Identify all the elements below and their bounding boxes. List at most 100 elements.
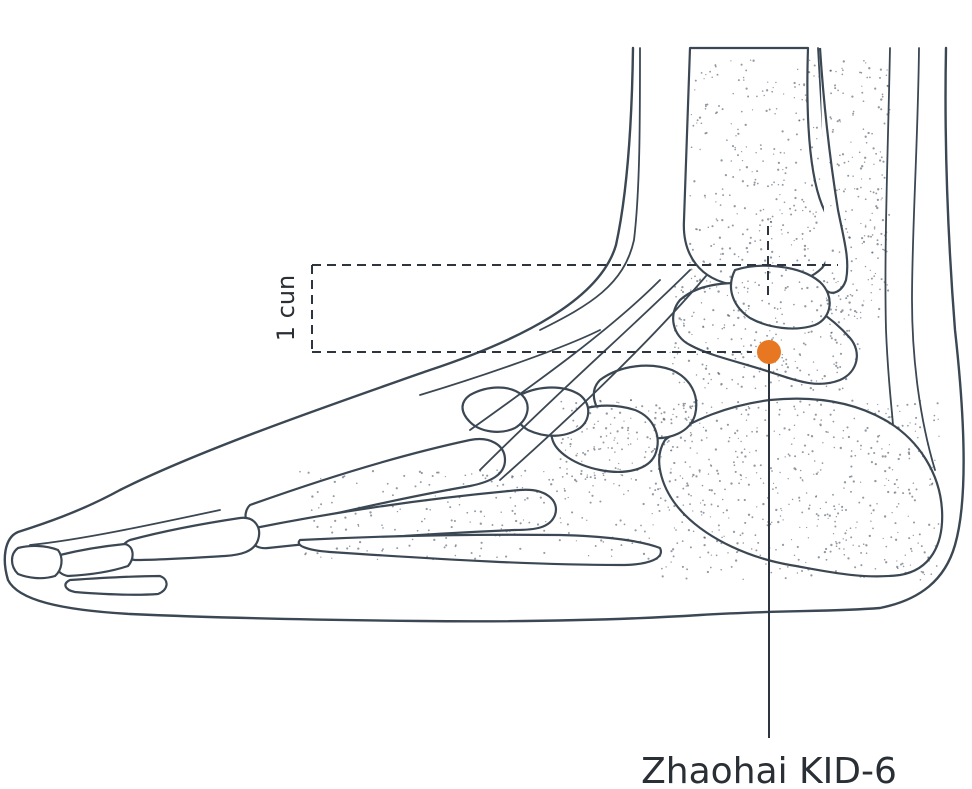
stipple-dot (734, 146, 736, 149)
stipple-dot (933, 551, 935, 553)
stipple-dot (760, 147, 763, 150)
stipple-dot (874, 462, 877, 466)
stipple-dot (896, 505, 898, 508)
stipple-dot (882, 537, 884, 540)
stipple-dot (623, 493, 625, 496)
stipple-dot (646, 436, 649, 439)
stipple-dot (762, 208, 765, 211)
stipple-dot (706, 280, 708, 282)
stipple-dot (860, 222, 862, 225)
stipple-dot (707, 382, 710, 385)
stipple-dot (718, 236, 722, 239)
stipple-dot (634, 478, 638, 481)
stipple-dot (692, 510, 694, 512)
stipple-dot (721, 252, 725, 256)
stipple-dot (715, 218, 718, 220)
stipple-dot (796, 572, 799, 574)
stipple-dot (834, 520, 836, 523)
stipple-dot (853, 417, 856, 420)
stipple-dot (785, 358, 788, 361)
stipple-dot (433, 538, 436, 542)
stipple-dot (737, 316, 740, 320)
stipple-dot (869, 76, 871, 79)
stipple-dot (887, 490, 890, 494)
stipple-dot (813, 473, 815, 475)
stipple-dot (838, 503, 840, 505)
stipple-dot (879, 68, 883, 71)
stipple-dot (851, 294, 854, 297)
stipple-dot (755, 213, 758, 215)
stipple-dot (675, 325, 678, 327)
stipple-dot (870, 291, 872, 294)
stipple-dot (762, 482, 765, 484)
stipple-dot (793, 303, 795, 306)
stipple-dot (643, 530, 646, 533)
stipple-dot (771, 338, 773, 341)
stipple-dot (783, 201, 786, 204)
stipple-dot (599, 400, 602, 403)
stipple-dot (773, 430, 775, 432)
stipple-dot (814, 413, 817, 416)
stipple-dot (835, 516, 838, 518)
stipple-dot (739, 169, 741, 171)
stipple-dot (766, 434, 769, 437)
stipple-dot (929, 478, 932, 481)
stipple-dot (852, 114, 854, 116)
stipple-dot (386, 482, 389, 485)
stipple-dot (677, 347, 680, 349)
stipple-dot (869, 219, 872, 221)
stipple-dot (683, 322, 685, 325)
stipple-dot (759, 224, 761, 227)
stipple-dot (567, 437, 569, 439)
stipple-dot (732, 309, 735, 312)
stipple-dot (873, 275, 876, 277)
stipple-dot (796, 366, 799, 369)
stipple-dot (833, 277, 836, 280)
stipple-dot (678, 381, 681, 384)
stipple-dot (672, 408, 675, 411)
stipple-dot (747, 308, 750, 310)
stipple-dot (907, 515, 909, 517)
stipple-dot (840, 343, 842, 345)
stipple-dot (649, 487, 651, 489)
stipple-dot (720, 542, 723, 545)
stipple-dot (844, 508, 848, 512)
stipple-dot (558, 539, 561, 542)
stipple-dot (794, 196, 797, 200)
stipple-dot (626, 429, 629, 432)
stipple-dot (676, 446, 679, 449)
stipple-dot (815, 472, 818, 476)
stipple-dot (594, 545, 597, 547)
stipple-dot (745, 419, 748, 421)
stipple-dot (709, 70, 711, 73)
stipple-dot (742, 542, 745, 544)
stipple-dot (610, 423, 612, 425)
stipple-dot (878, 159, 882, 162)
stipple-dot (618, 402, 620, 404)
stipple-dot (691, 248, 694, 251)
stipple-dot (818, 75, 821, 78)
stipple-dot (807, 248, 809, 250)
stipple-dot (801, 232, 804, 235)
stipple-dot (832, 436, 835, 439)
stipple-dot (703, 290, 706, 293)
stipple-dot (896, 560, 898, 562)
stipple-dot (876, 435, 880, 438)
stipple-dot (829, 116, 832, 119)
stipple-dot (894, 522, 897, 525)
stipple-dot (838, 541, 841, 544)
stipple-dot (857, 195, 860, 198)
stipple-dot (803, 84, 805, 87)
stipple-dot (709, 464, 712, 466)
stipple-dot (664, 499, 667, 502)
stipple-dot (775, 486, 777, 489)
stipple-dot (727, 552, 729, 554)
stipple-dot (394, 528, 396, 531)
stipple-dot (912, 534, 914, 537)
stipple-dot (682, 324, 686, 327)
stipple-dot (620, 474, 622, 476)
stipple-dot (931, 482, 934, 484)
stipple-dot (573, 478, 577, 482)
stipple-dot (559, 458, 562, 461)
stipple-dot (720, 384, 722, 386)
